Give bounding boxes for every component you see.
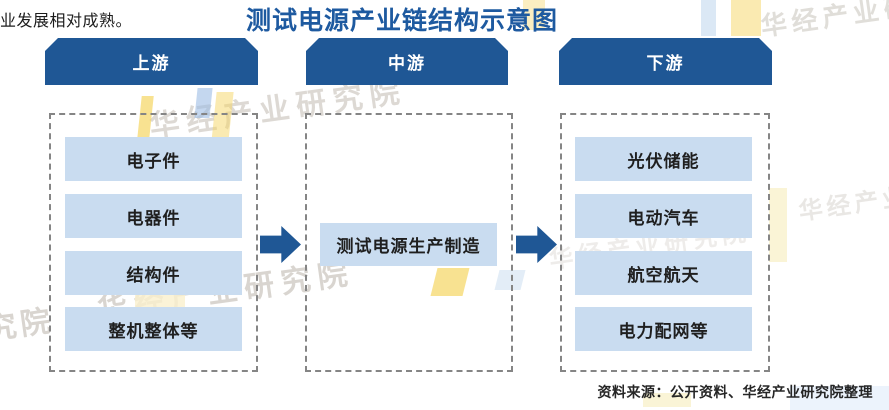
watermark-brand-text: 华经产业研: [758, 0, 889, 42]
watermark-logo-shape: [701, 0, 716, 36]
watermark-logo-shape: [769, 188, 787, 262]
midstream-item: 测试电源生产制造: [320, 223, 497, 266]
intro-text: 业发展相对成熟。: [0, 13, 133, 30]
watermark-logo-shape: [790, 386, 889, 410]
midstream-container: [305, 113, 513, 372]
source-note: 资料来源：公开资料、华经产业研究院整理: [597, 384, 873, 400]
watermark-logo-shape: [643, 393, 691, 407]
downstream-item: 电动汽车: [575, 194, 752, 238]
upstream-item: 整机整体等: [65, 307, 242, 351]
downstream-item: 电力配网等: [575, 307, 752, 351]
upstream-container: [49, 113, 258, 372]
upstream-item: 结构件: [65, 251, 242, 295]
upstream-item: 电子件: [65, 137, 242, 181]
downstream-item: 光伏储能: [575, 137, 752, 181]
downstream-item: 航空航天: [575, 251, 752, 295]
upstream-item: 电器件: [65, 194, 242, 238]
stage-header-upstream: 上游: [45, 38, 258, 85]
watermark-logo-shape: [523, 0, 545, 30]
diagram-title: 测试电源产业链结构示意图: [245, 7, 559, 35]
watermark-brand-text: 华经产业: [797, 183, 889, 226]
watermark-logo-shape: [731, 0, 761, 36]
watermark-logo-shape: [135, 295, 185, 309]
downstream-container: [560, 113, 770, 372]
stage-header-midstream: 中游: [306, 38, 508, 85]
stage-header-downstream: 下游: [559, 38, 772, 85]
